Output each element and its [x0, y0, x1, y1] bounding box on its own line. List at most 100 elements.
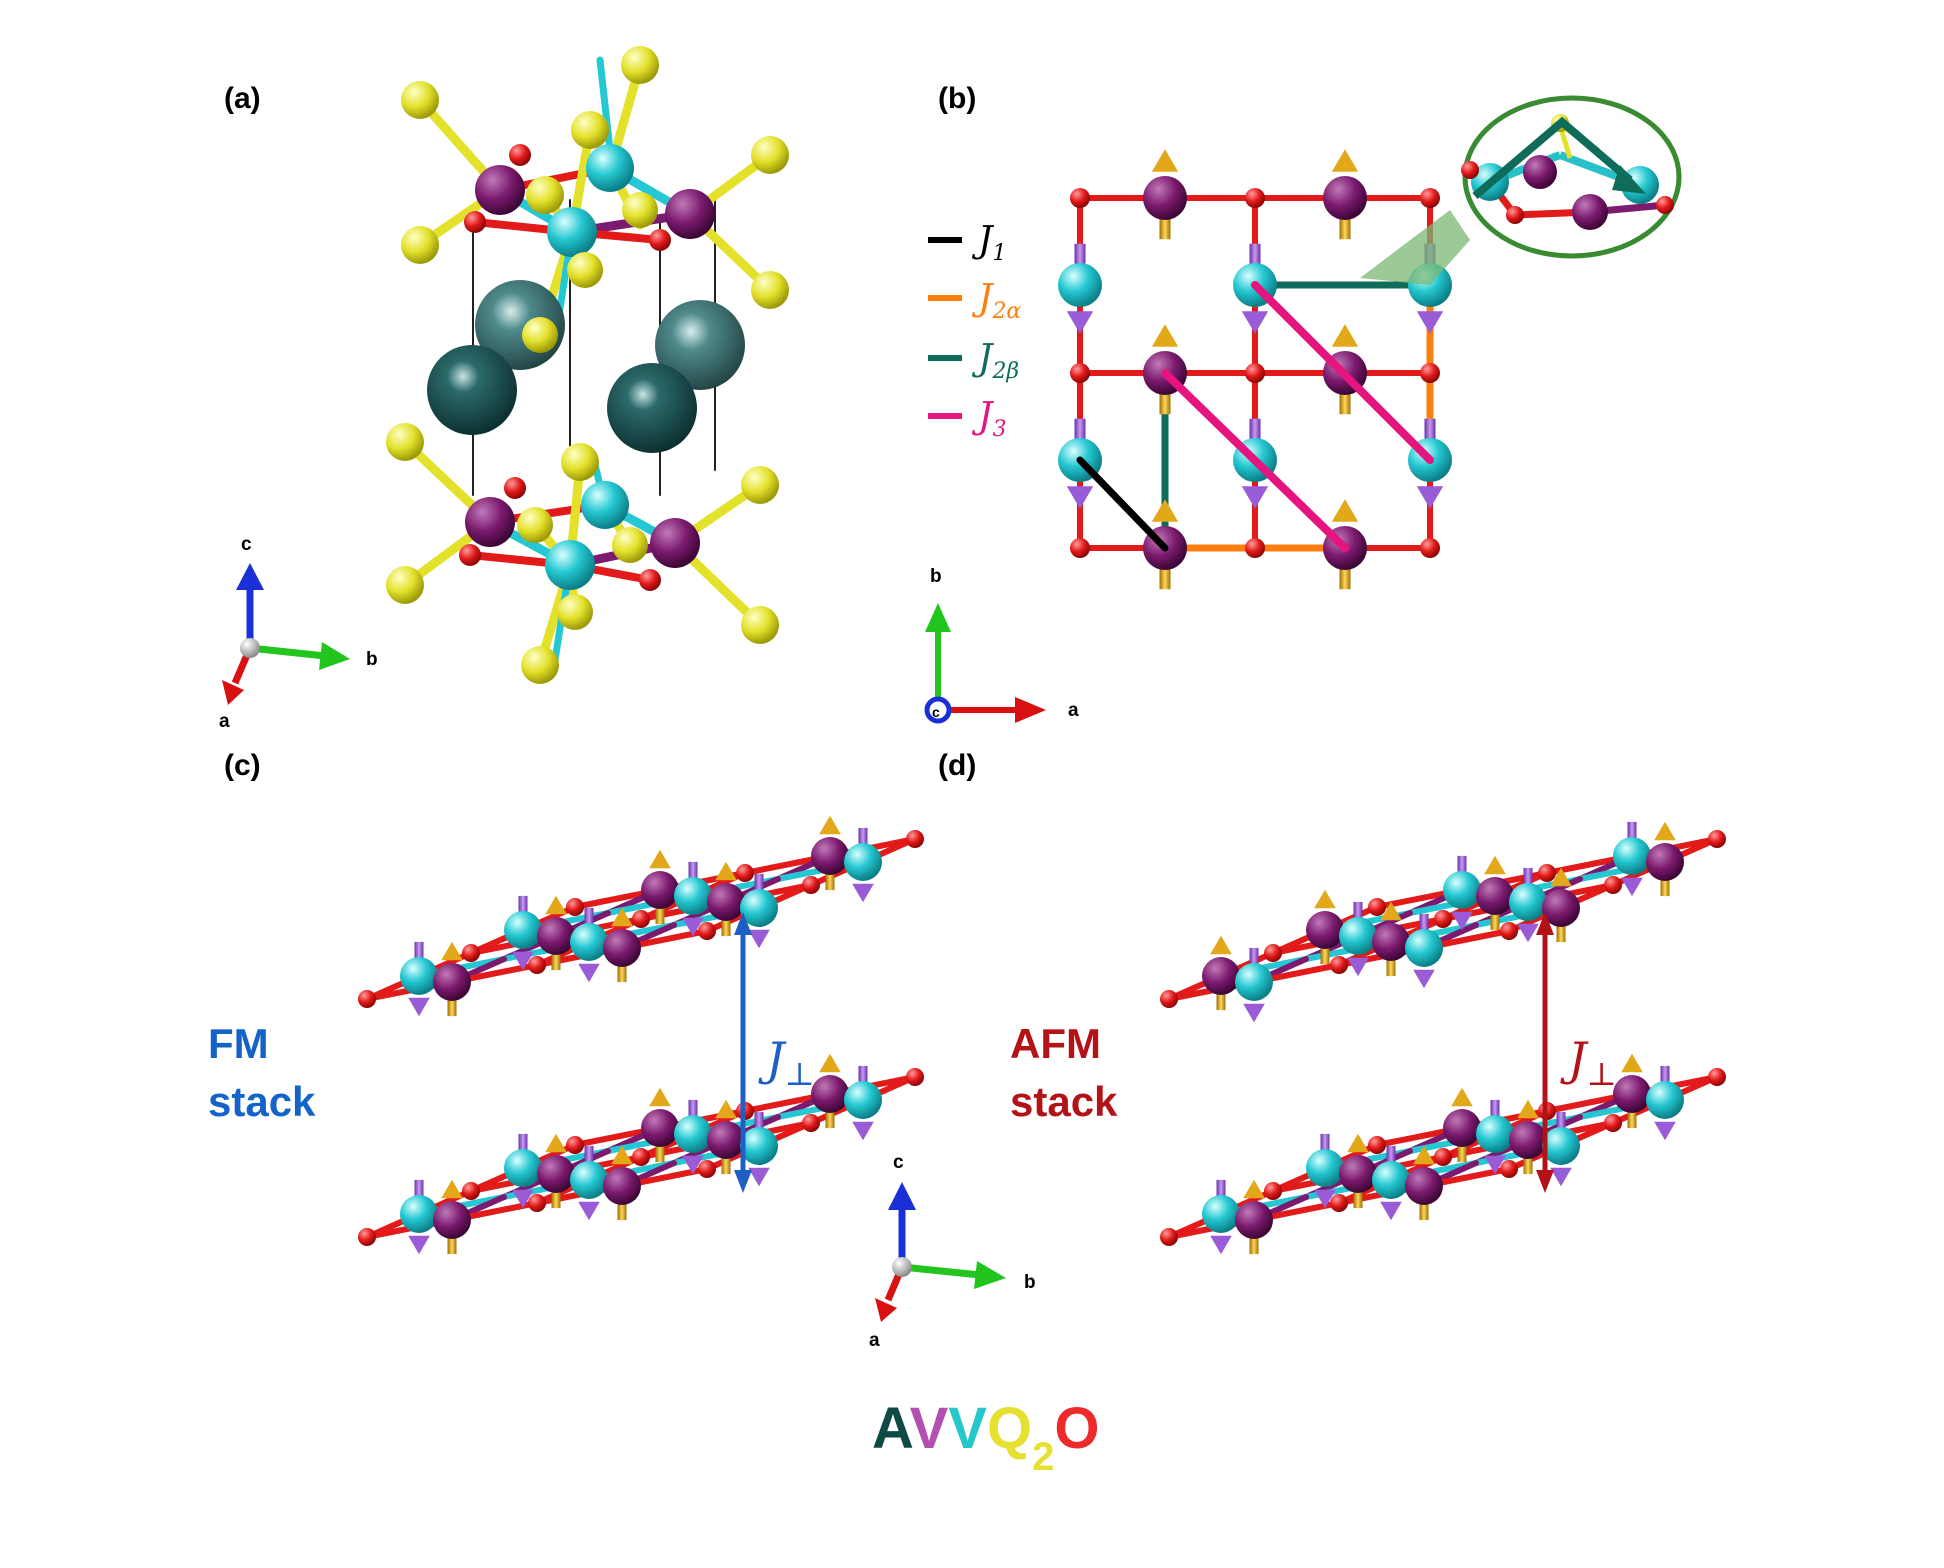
- oxygen-atom: [1070, 188, 1090, 208]
- legend-item-j3: J3: [928, 396, 1006, 442]
- v-purple-atom: [665, 189, 715, 239]
- panel-label-d: (d): [938, 749, 976, 782]
- oxygen-atom: [504, 477, 526, 499]
- oxygen-atom: [639, 569, 661, 591]
- oxygen-atom: [1420, 538, 1440, 558]
- formula-V2: V: [948, 1396, 987, 1461]
- oxygen-atom: [698, 1160, 716, 1178]
- svg-text:J3: J3: [971, 396, 1006, 442]
- spin-head: [682, 1155, 704, 1175]
- panel-b-square-lattice: [1058, 149, 1452, 590]
- inset-pointer: [1360, 210, 1470, 285]
- oxygen-atom: [802, 1114, 820, 1132]
- spin-head: [1484, 855, 1506, 875]
- v-purple-atom: [1202, 957, 1240, 995]
- v-purple-atom: [1443, 1109, 1481, 1147]
- formula-V1: V: [910, 1396, 949, 1461]
- axes-indicator-a: c b a: [219, 534, 378, 732]
- inset-zoom: [1461, 95, 1682, 259]
- svg-text:J⊥: J⊥: [1560, 1032, 1617, 1093]
- spin-head: [748, 929, 770, 949]
- v-cyan-atom: [504, 1149, 542, 1187]
- chalcogen-atom: [751, 136, 789, 174]
- v-purple-atom: [1405, 1167, 1443, 1205]
- chalcogen-atom: [621, 46, 659, 84]
- oxygen-atom: [632, 1148, 650, 1166]
- oxygen-atom: [906, 1068, 924, 1086]
- formula-sub-2: 2: [1032, 1435, 1054, 1479]
- spin-head: [1241, 311, 1269, 334]
- v-cyan-atom: [581, 481, 629, 529]
- label-fm-stack: FM stack: [208, 1020, 316, 1125]
- v-purple-atom: [641, 1109, 679, 1147]
- oxygen-atom: [358, 990, 376, 1008]
- a-site-atom: [607, 363, 697, 453]
- spin-head: [611, 1145, 633, 1165]
- chalcogen-atom: [571, 111, 609, 149]
- spin-head: [1066, 311, 1094, 334]
- jperp-afm-sub: ⊥: [1586, 1055, 1616, 1093]
- v-purple-atom: [1372, 923, 1410, 961]
- oxygen-atom: [1604, 876, 1622, 894]
- spin-head: [512, 951, 534, 971]
- oxygen-atom: [1538, 864, 1556, 882]
- oxygen-atom: [1245, 538, 1265, 558]
- a-site-atom: [655, 300, 745, 390]
- oxygen-atom: [1330, 956, 1348, 974]
- v-purple-atom: [641, 871, 679, 909]
- oxygen-atom: [1368, 898, 1386, 916]
- jperp-fm-sub: ⊥: [784, 1055, 814, 1093]
- chalcogen-atom: [561, 443, 599, 481]
- axis-label-b3: b: [1024, 1272, 1036, 1293]
- panel-c-fm-stack: [358, 815, 924, 1255]
- v-purple-atom: [707, 1121, 745, 1159]
- oxygen-atom: [459, 544, 481, 566]
- spin-head: [715, 861, 737, 881]
- spin-head: [852, 1121, 874, 1141]
- afm-stack-line2: stack: [1010, 1078, 1118, 1125]
- spin-head: [441, 1179, 463, 1199]
- spin-head: [1151, 499, 1179, 522]
- spin-head: [1331, 149, 1359, 172]
- v-purple-atom: [707, 883, 745, 921]
- chalcogen-atom: [741, 466, 779, 504]
- oxygen-atom: [1434, 910, 1452, 928]
- v-cyan-atom: [1542, 1127, 1580, 1165]
- spin-head: [682, 917, 704, 937]
- spin-head: [649, 849, 671, 869]
- chalcogen-atom: [526, 176, 564, 214]
- spin-head: [1451, 911, 1473, 931]
- oxygen-atom: [1070, 363, 1090, 383]
- spin-head: [1654, 821, 1676, 841]
- spin-head: [748, 1167, 770, 1187]
- oxygen-atom: [1604, 1114, 1622, 1132]
- j3-path: [1251, 281, 1434, 464]
- svg-text:J2β: J2β: [971, 338, 1019, 384]
- fm-stack-line2: stack: [208, 1078, 316, 1125]
- chalcogen-atom: [521, 646, 559, 684]
- label-afm-stack: AFM stack: [1010, 1020, 1118, 1125]
- spin-head: [545, 1133, 567, 1153]
- v-cyan-atom: [547, 207, 597, 257]
- spin-head: [1243, 1003, 1265, 1023]
- legend-j1-sub: 1: [992, 241, 1006, 266]
- spin-head: [819, 815, 841, 835]
- spin-head: [1550, 1167, 1572, 1187]
- v-purple-atom: [433, 1201, 471, 1239]
- v-purple-atom: [1542, 889, 1580, 927]
- v-cyan-atom: [504, 911, 542, 949]
- panel-label-b: (b): [938, 82, 976, 115]
- oxygen-atom: [802, 876, 820, 894]
- v-purple-atom: [811, 837, 849, 875]
- svg-text:J1: J1: [971, 220, 1006, 266]
- v-cyan-atom: [570, 1161, 608, 1199]
- spin-head: [1517, 1099, 1539, 1119]
- v-purple-atom: [603, 929, 641, 967]
- spin-head: [611, 907, 633, 927]
- v-cyan-atom: [1476, 1115, 1514, 1153]
- axis-label-c: c: [241, 534, 252, 555]
- spin-head: [441, 941, 463, 961]
- v-cyan-atom: [1646, 1081, 1684, 1119]
- v-purple-atom: [1235, 1201, 1273, 1239]
- v-cyan-atom: [1058, 263, 1102, 307]
